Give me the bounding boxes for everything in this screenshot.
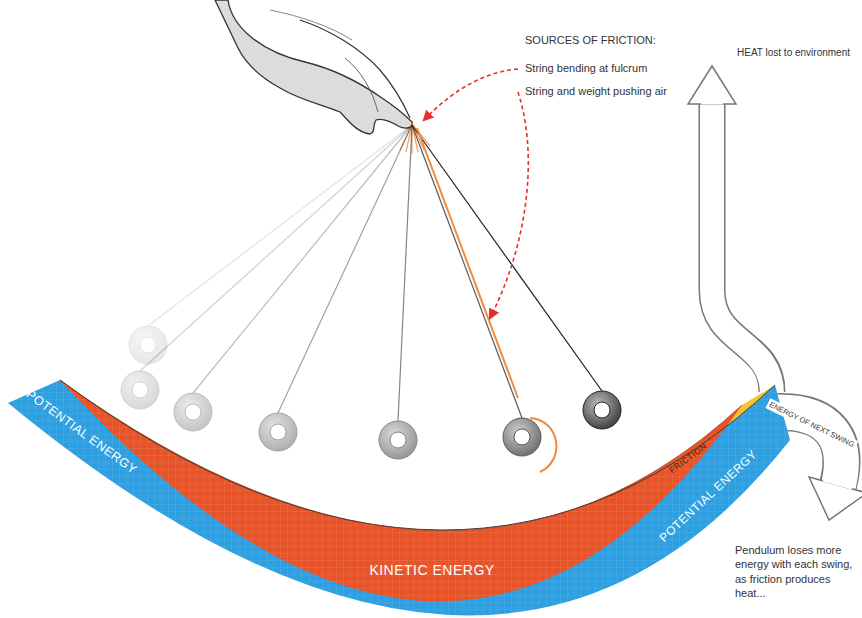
callout-text: String bending at fulcrum [525, 61, 725, 75]
pendulum-bob [129, 125, 412, 364]
heat-arrow [688, 66, 772, 394]
pendulum-bob [259, 125, 412, 451]
pendulum-swings [121, 125, 621, 459]
pendulum-bob [174, 125, 412, 431]
node-text: HEAT lost to environment [737, 47, 850, 58]
friction-trace [417, 128, 556, 472]
callout-text: String and weight pushing air [525, 84, 725, 98]
heat-arrow-label: HEAT lost to environment [735, 46, 852, 59]
pendulum-bob [412, 125, 621, 429]
energy-band: KINETIC ENERGY [367, 561, 496, 579]
note: Pendulum loses more energy with each swi… [735, 543, 859, 600]
node-text: KINETIC ENERGY [369, 562, 494, 578]
leader-arrows [424, 69, 528, 318]
pendulum-bob [412, 125, 541, 456]
pendulum-bob [379, 125, 417, 459]
energy-band [8, 380, 790, 615]
hand [215, 0, 412, 134]
pendulum-bob [121, 125, 412, 409]
callout-heading: SOURCES OF FRICTION: [525, 33, 725, 47]
